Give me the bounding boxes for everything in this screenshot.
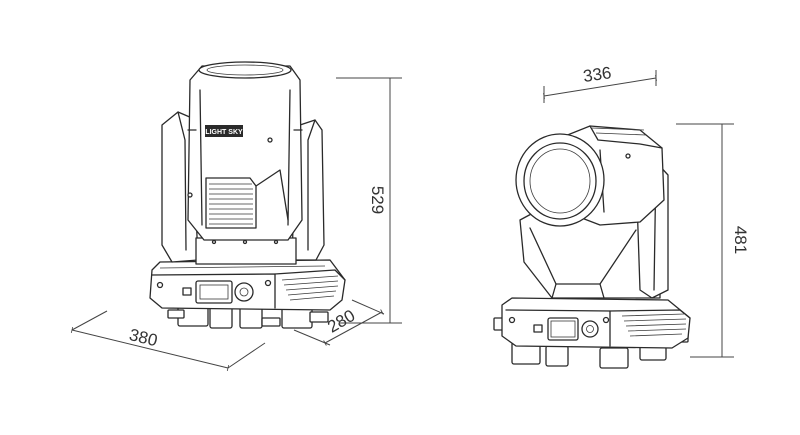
control-dial bbox=[234, 282, 254, 302]
dim-label-side-height: 481 bbox=[731, 226, 750, 254]
side-display-screen bbox=[547, 317, 579, 341]
side-lens-inner bbox=[523, 142, 597, 220]
side-control-dial bbox=[581, 320, 599, 338]
side-base bbox=[501, 297, 691, 349]
front-base bbox=[149, 259, 346, 311]
dim-front-width: 380 bbox=[70, 310, 266, 372]
side-head bbox=[515, 125, 665, 227]
dim-label-side-width: 336 bbox=[582, 63, 613, 86]
display-screen bbox=[195, 280, 233, 304]
front-lens-top bbox=[198, 61, 292, 79]
dim-label-front-height: 529 bbox=[368, 186, 387, 214]
front-view-fixture: LIGHT SKY bbox=[149, 61, 346, 329]
front-grille bbox=[205, 177, 257, 229]
side-view-fixture bbox=[493, 125, 691, 369]
dim-side-width: 336 bbox=[543, 63, 657, 103]
dim-side-height: 481 bbox=[676, 123, 750, 358]
brand-plate bbox=[205, 125, 243, 137]
front-head: LIGHT SKY bbox=[187, 61, 303, 241]
dim-label-front-width: 380 bbox=[127, 325, 159, 350]
brand-label: LIGHT SKY bbox=[205, 129, 243, 136]
dim-front-height: 529 bbox=[336, 77, 402, 324]
power-switch bbox=[182, 287, 192, 296]
